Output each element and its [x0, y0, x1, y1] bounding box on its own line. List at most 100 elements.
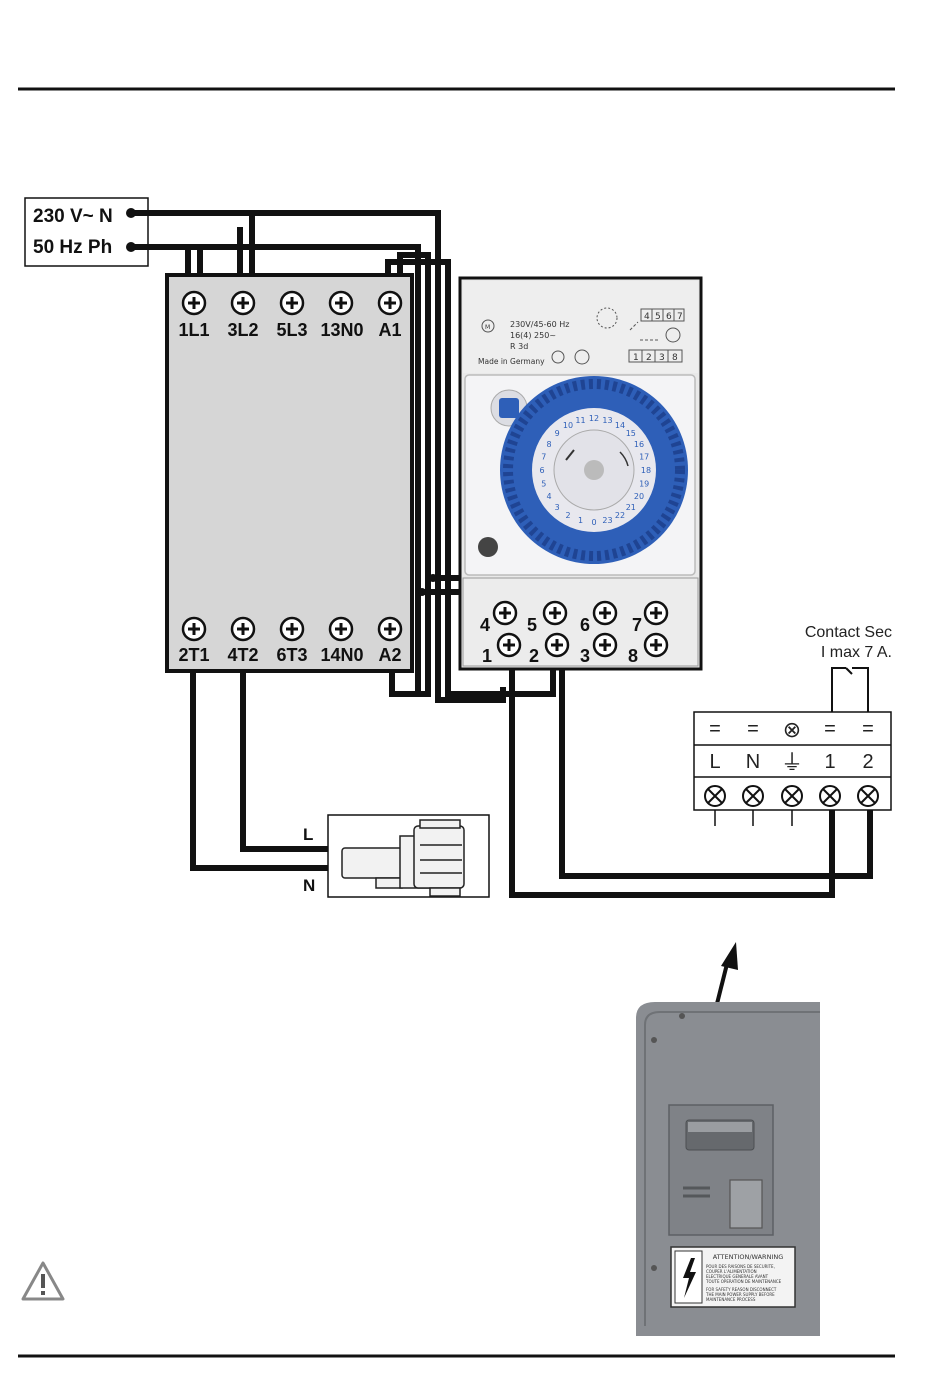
timer-schem-top-6: 6: [666, 312, 672, 322]
timer-terminal-6: 6: [580, 615, 590, 635]
block-top-symbol-5: =: [862, 718, 874, 740]
timer-upper-screws: [492, 600, 669, 626]
timer-terminal-8: 8: [628, 646, 638, 666]
dial-number-9: 9: [555, 429, 560, 438]
dial-number-2: 2: [565, 511, 570, 520]
dial-number-17: 17: [639, 453, 649, 462]
block-label-1: 1: [824, 751, 835, 773]
timer-terminal-1: 1: [482, 646, 492, 666]
dial-number-8: 8: [546, 440, 551, 449]
timer-schematic: 4 5 6 7 1 2 3 8: [628, 308, 685, 363]
warning-fr-2: COUPER L'ALIMENTATION: [706, 1269, 757, 1274]
dial-number-20: 20: [634, 492, 644, 501]
warning-fr-4: TOUTE OPERATION DE MAINTENANCE: [705, 1279, 782, 1284]
pool-pump: L N: [303, 814, 490, 898]
dial-number-11: 11: [575, 416, 585, 425]
supply-frequency-label: 50 Hz Ph: [33, 237, 112, 258]
svg-text:M: M: [485, 324, 490, 331]
dial-number-0: 0: [591, 518, 596, 527]
warning-fr-1: POUR DES RAISONS DE SECURITE,: [706, 1264, 775, 1269]
pump-illustration: [341, 819, 465, 897]
timer-lower-screws: [496, 632, 669, 658]
timer-terminal-4: 4: [480, 615, 490, 635]
block-label-2: 2: [862, 751, 873, 773]
warning-en-3: MAINTENANCE PROCESS: [706, 1297, 756, 1302]
block-label-l: L: [709, 751, 720, 773]
timer-schem-bottom-2: 2: [646, 353, 652, 363]
block-label-earth: ⏚: [781, 750, 803, 775]
dial-number-6: 6: [539, 466, 544, 475]
dial-number-3: 3: [555, 503, 560, 512]
heat-pump-unit: ATTENTION/WARNING POUR DES RAISONS DE SE…: [636, 1002, 820, 1336]
dial-number-18: 18: [641, 466, 651, 475]
block-top-symbol-1: =: [709, 718, 721, 740]
dial-number-15: 15: [626, 429, 636, 438]
contactor-top-screws: [181, 290, 403, 316]
terminal-label-1l1: 1L1: [178, 320, 209, 340]
timer-spec: 230V/45-60 Hz 16(4) 250~ R 3d Made in Ge…: [478, 307, 618, 366]
timer-schem-top-7: 7: [677, 312, 683, 322]
terminal-label-14n0: 14N0: [320, 645, 363, 665]
dial-number-1: 1: [578, 516, 583, 525]
dial-number-4: 4: [546, 492, 551, 501]
dry-contact-label: Contact Sec: [805, 624, 892, 641]
contactor: 1L1 3L2 5L3 13N0 A1 2T1 4T2 6T3 14N0 A2: [165, 273, 414, 673]
block-top-symbol-3: ⊗: [783, 717, 801, 742]
terminal-label-2t1: 2T1: [178, 645, 209, 665]
timer-schem-bottom-3: 3: [659, 353, 665, 363]
dial-number-14: 14: [615, 421, 625, 430]
lightning-icon: [683, 1258, 696, 1298]
timer-terminal-2: 2: [529, 646, 539, 666]
warning-en-1: FOR SAFETY REASON DISCONNECT: [706, 1287, 777, 1292]
timer-spec-line-1: 230V/45-60 Hz: [510, 320, 569, 329]
terminal-label-3l2: 3L2: [227, 320, 258, 340]
terminal-label-a2: A2: [378, 645, 401, 665]
dial-number-23: 23: [602, 516, 612, 525]
terminal-label-a1: A1: [378, 320, 401, 340]
timer: 230V/45-60 Hz 16(4) 250~ R 3d Made in Ge…: [458, 276, 703, 671]
timer-terminal-7: 7: [632, 615, 642, 635]
terminal-label-5l3: 5L3: [276, 320, 307, 340]
dial-number-16: 16: [634, 440, 644, 449]
dial-number-13: 13: [602, 416, 612, 425]
timer-terminal-5: 5: [527, 615, 537, 635]
timer-made-in: Made in Germany: [478, 357, 545, 366]
terminal-label-6t3: 6T3: [276, 645, 307, 665]
heat-pump-terminal-block: Contact Sec I max 7 A. = = ⊗ = = L N ⏚ 1…: [693, 624, 892, 826]
block-top-symbol-2: =: [747, 718, 759, 740]
terminal-label-4t2: 4T2: [227, 645, 258, 665]
timer-spec-line-3: R 3d: [510, 342, 528, 351]
timer-schem-top-5: 5: [655, 312, 661, 322]
pump-l-label: L: [303, 825, 313, 844]
warning-plate: ATTENTION/WARNING POUR DES RAISONS DE SE…: [670, 1246, 796, 1308]
dial-number-5: 5: [541, 480, 546, 489]
timer-schem-top-4: 4: [644, 312, 650, 322]
warning-title: ATTENTION/WARNING: [713, 1253, 784, 1261]
timer-terminal-3: 3: [580, 646, 590, 666]
supply-voltage-label: 230 V~ N: [33, 206, 113, 227]
block-top-symbol-4: =: [824, 718, 836, 740]
timer-spec-line-2: 16(4) 250~: [510, 331, 556, 340]
contactor-bottom-screws: [181, 616, 403, 642]
dial-number-22: 22: [615, 511, 625, 520]
block-bottom-screws: [704, 785, 879, 807]
dial-number-21: 21: [626, 503, 636, 512]
dial-number-7: 7: [541, 453, 546, 462]
dry-contact-current: I max 7 A.: [821, 644, 892, 661]
warning-fr-3: ELECTRIQUE GENERALE AVANT: [706, 1274, 769, 1279]
timer-schem-bottom-1: 1: [633, 353, 639, 363]
terminal-label-13n0: 13N0: [320, 320, 363, 340]
warning-en-2: THE MAIN POWER SUPPLY BEFORE: [705, 1292, 775, 1297]
dial-number-10: 10: [563, 421, 573, 430]
pump-n-label: N: [303, 876, 315, 895]
block-label-n: N: [746, 751, 760, 773]
panel-latch: [729, 1179, 763, 1229]
supply-box: 230 V~ N 50 Hz Ph: [24, 197, 149, 267]
dial-number-12: 12: [589, 414, 599, 423]
dial-number-19: 19: [639, 480, 649, 489]
timer-schem-bottom-8: 8: [672, 353, 678, 363]
warning-triangle-icon: [21, 1261, 65, 1301]
